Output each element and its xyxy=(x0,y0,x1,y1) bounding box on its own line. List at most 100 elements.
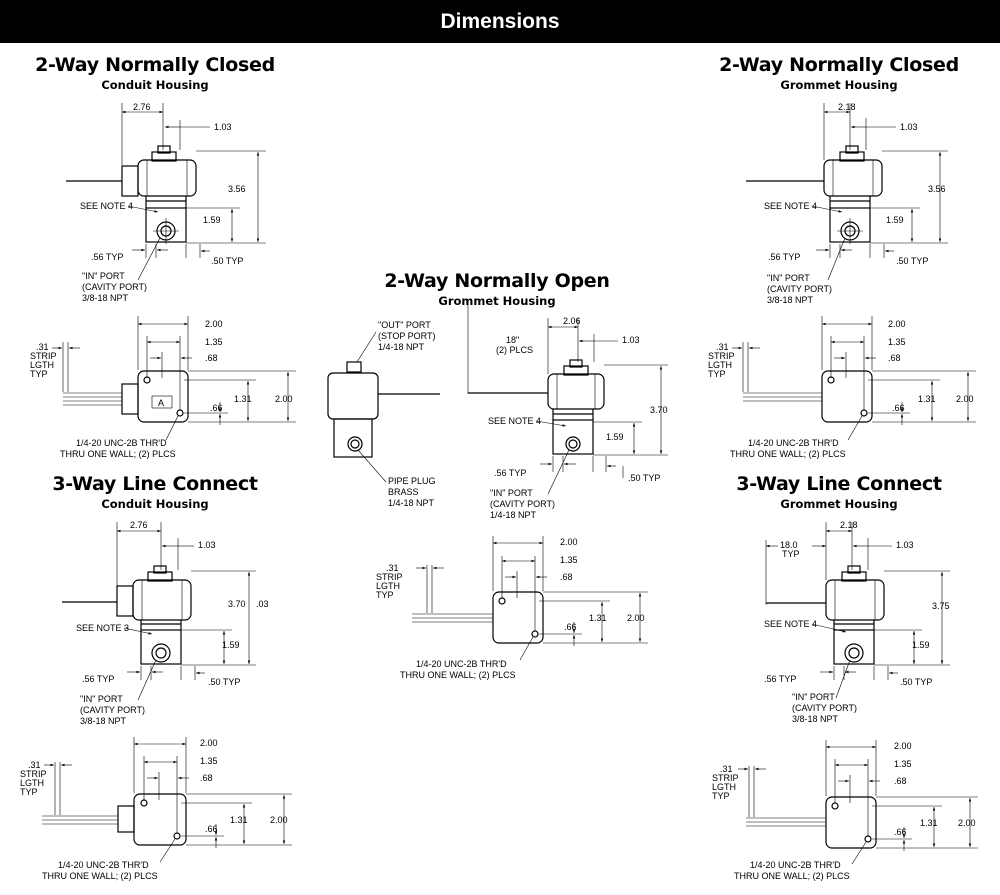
in-port-label: "IN" PORT xyxy=(792,692,835,702)
strip: STRIP xyxy=(708,351,735,361)
lgth: LGTH xyxy=(708,360,732,370)
dim-135: 1.35 xyxy=(888,337,906,347)
dim-31: .31 xyxy=(720,764,733,774)
in-port-npt: 3/8-18 NPT xyxy=(767,295,814,305)
no-grommet-front-view: 2.06 1.03 18" (2) PLCS 3.70 1.59 SEE NOT… xyxy=(467,300,668,520)
strip: STRIP xyxy=(376,572,403,582)
section-subtitle-lc-grommet: Grommet Housing xyxy=(780,497,898,511)
note4: SEE NOTE 4 xyxy=(488,416,541,426)
dim-218: 2.18 xyxy=(840,520,858,530)
dim-159: 1.59 xyxy=(203,215,221,225)
section-title-lc-grommet: 3-Way Line Connect xyxy=(736,473,942,495)
dim-56typ: .56 TYP xyxy=(764,674,796,684)
nc-grommet-side-view: .31 STRIP LGTH TYP 2.00 1.35 .68 2.00 1.… xyxy=(708,316,976,459)
in-port-npt: 1/4-18 NPT xyxy=(490,510,537,520)
thread-label-2: THRU ONE WALL; (2) PLCS xyxy=(60,449,176,459)
dim-276: 2.76 xyxy=(130,520,148,530)
section-title-lc-conduit: 3-Way Line Connect xyxy=(52,473,258,495)
lgth: LGTH xyxy=(712,782,736,792)
dim-03: .03 xyxy=(256,599,269,609)
in-port-npt: 3/8-18 NPT xyxy=(792,714,839,724)
dim-135: 1.35 xyxy=(200,756,218,766)
lgth: LGTH xyxy=(20,778,44,788)
dim-103: 1.03 xyxy=(214,122,232,132)
dim-200-h: 2.00 xyxy=(956,394,974,404)
dim-135: 1.35 xyxy=(560,555,578,565)
dim-159: 1.59 xyxy=(912,640,930,650)
dim-200-h: 2.00 xyxy=(958,818,976,828)
note3: SEE NOTE 3 xyxy=(76,623,129,633)
out-port-npt: 1/4-18 NPT xyxy=(378,342,425,352)
dim-135: 1.35 xyxy=(894,759,912,769)
section-title-nc-grommet: 2-Way Normally Closed xyxy=(719,54,959,76)
dim-56typ: .56 TYP xyxy=(82,674,114,684)
page-header: Dimensions xyxy=(0,0,1000,43)
thread-label-2: THRU ONE WALL; (2) PLCS xyxy=(730,449,846,459)
section-subtitle-nc-grommet: Grommet Housing xyxy=(780,78,898,92)
note4: SEE NOTE 4 xyxy=(764,201,817,211)
section-title-no-grommet: 2-Way Normally Open xyxy=(384,270,610,292)
typ: TYP xyxy=(30,369,48,379)
dim-31: .31 xyxy=(28,760,41,770)
dim-103: 1.03 xyxy=(896,540,914,550)
section-title-nc-conduit: 2-Way Normally Closed xyxy=(35,54,275,76)
dim-68: .68 xyxy=(888,353,901,363)
dim-200: 2.00 xyxy=(888,319,906,329)
dim-375: 3.75 xyxy=(932,601,950,611)
dim-66: .66 xyxy=(210,403,223,413)
dim-50typ: .50 TYP xyxy=(896,256,928,266)
in-port-npt: 3/8-18 NPT xyxy=(80,716,127,726)
section-subtitle-lc-conduit: Conduit Housing xyxy=(101,497,209,511)
nc-conduit-front-view: 2.76 1.03 3.56 1.59 SEE NOTE 4 xyxy=(66,102,266,303)
dim-50typ: .50 TYP xyxy=(900,677,932,687)
lc-conduit-front-view: 2.76 1.03 3.70 .03 1.59 SEE NOTE 3 .56 T… xyxy=(62,520,269,726)
lc-grommet-side-view: .31 STRIP LGTH TYP 2.00 1.35 .68 2.00 1.… xyxy=(712,740,978,881)
typ: TYP xyxy=(20,787,38,797)
thread-label-2: THRU ONE WALL; (2) PLCS xyxy=(42,871,158,881)
dim-66: .66 xyxy=(564,622,577,632)
dim-66: .66 xyxy=(205,824,218,834)
in-port-label: "IN" PORT xyxy=(490,488,533,498)
dim-56typ: .56 TYP xyxy=(768,252,800,262)
typ: TYP xyxy=(708,369,726,379)
no-grommet-end-view: "OUT" PORT (STOP PORT) 1/4-18 NPT PIPE P… xyxy=(327,320,440,508)
dim-103: 1.03 xyxy=(622,335,640,345)
wire-18: 18" xyxy=(506,335,519,345)
note4: SEE NOTE 4 xyxy=(80,201,133,211)
dim-159: 1.59 xyxy=(222,640,240,650)
dim-31: .31 xyxy=(36,342,49,352)
dim-356: 3.56 xyxy=(928,184,946,194)
strip: STRIP xyxy=(712,773,739,783)
dim-206: 2.06 xyxy=(563,316,581,326)
dim-276: 2.76 xyxy=(133,102,151,112)
dim-200-h: 2.00 xyxy=(275,394,293,404)
out-port-label: "OUT" PORT xyxy=(378,320,431,330)
in-port-label: "IN" PORT xyxy=(80,694,123,704)
dim-68: .68 xyxy=(200,773,213,783)
dim-131: 1.31 xyxy=(230,815,248,825)
dim-200-h: 2.00 xyxy=(627,613,645,623)
dim-370: 3.70 xyxy=(650,405,668,415)
dim-131: 1.31 xyxy=(234,394,252,404)
dim-50typ: .50 TYP xyxy=(208,677,240,687)
dim-50typ: .50 TYP xyxy=(628,473,660,483)
section-subtitle-no-grommet: Grommet Housing xyxy=(438,294,556,308)
dim-31: .31 xyxy=(386,563,399,573)
in-port-label: "IN" PORT xyxy=(767,273,810,283)
dim-159: 1.59 xyxy=(886,215,904,225)
dim-131: 1.31 xyxy=(918,394,936,404)
thread-label: 1/4-20 UNC-2B THR'D xyxy=(748,438,839,448)
thread-label: 1/4-20 UNC-2B THR'D xyxy=(58,860,149,870)
note4: SEE NOTE 4 xyxy=(764,619,817,629)
dim-356: 3.56 xyxy=(228,184,246,194)
dim-103: 1.03 xyxy=(198,540,216,550)
dim-200: 2.00 xyxy=(205,319,223,329)
in-port-label: "IN" PORT xyxy=(82,271,125,281)
tag-a: A xyxy=(158,398,164,408)
dim-66: .66 xyxy=(892,403,905,413)
dim-103: 1.03 xyxy=(900,122,918,132)
wire-180-typ: TYP xyxy=(782,549,800,559)
typ: TYP xyxy=(376,590,394,600)
pipe-plug-label: PIPE PLUG xyxy=(388,476,436,486)
